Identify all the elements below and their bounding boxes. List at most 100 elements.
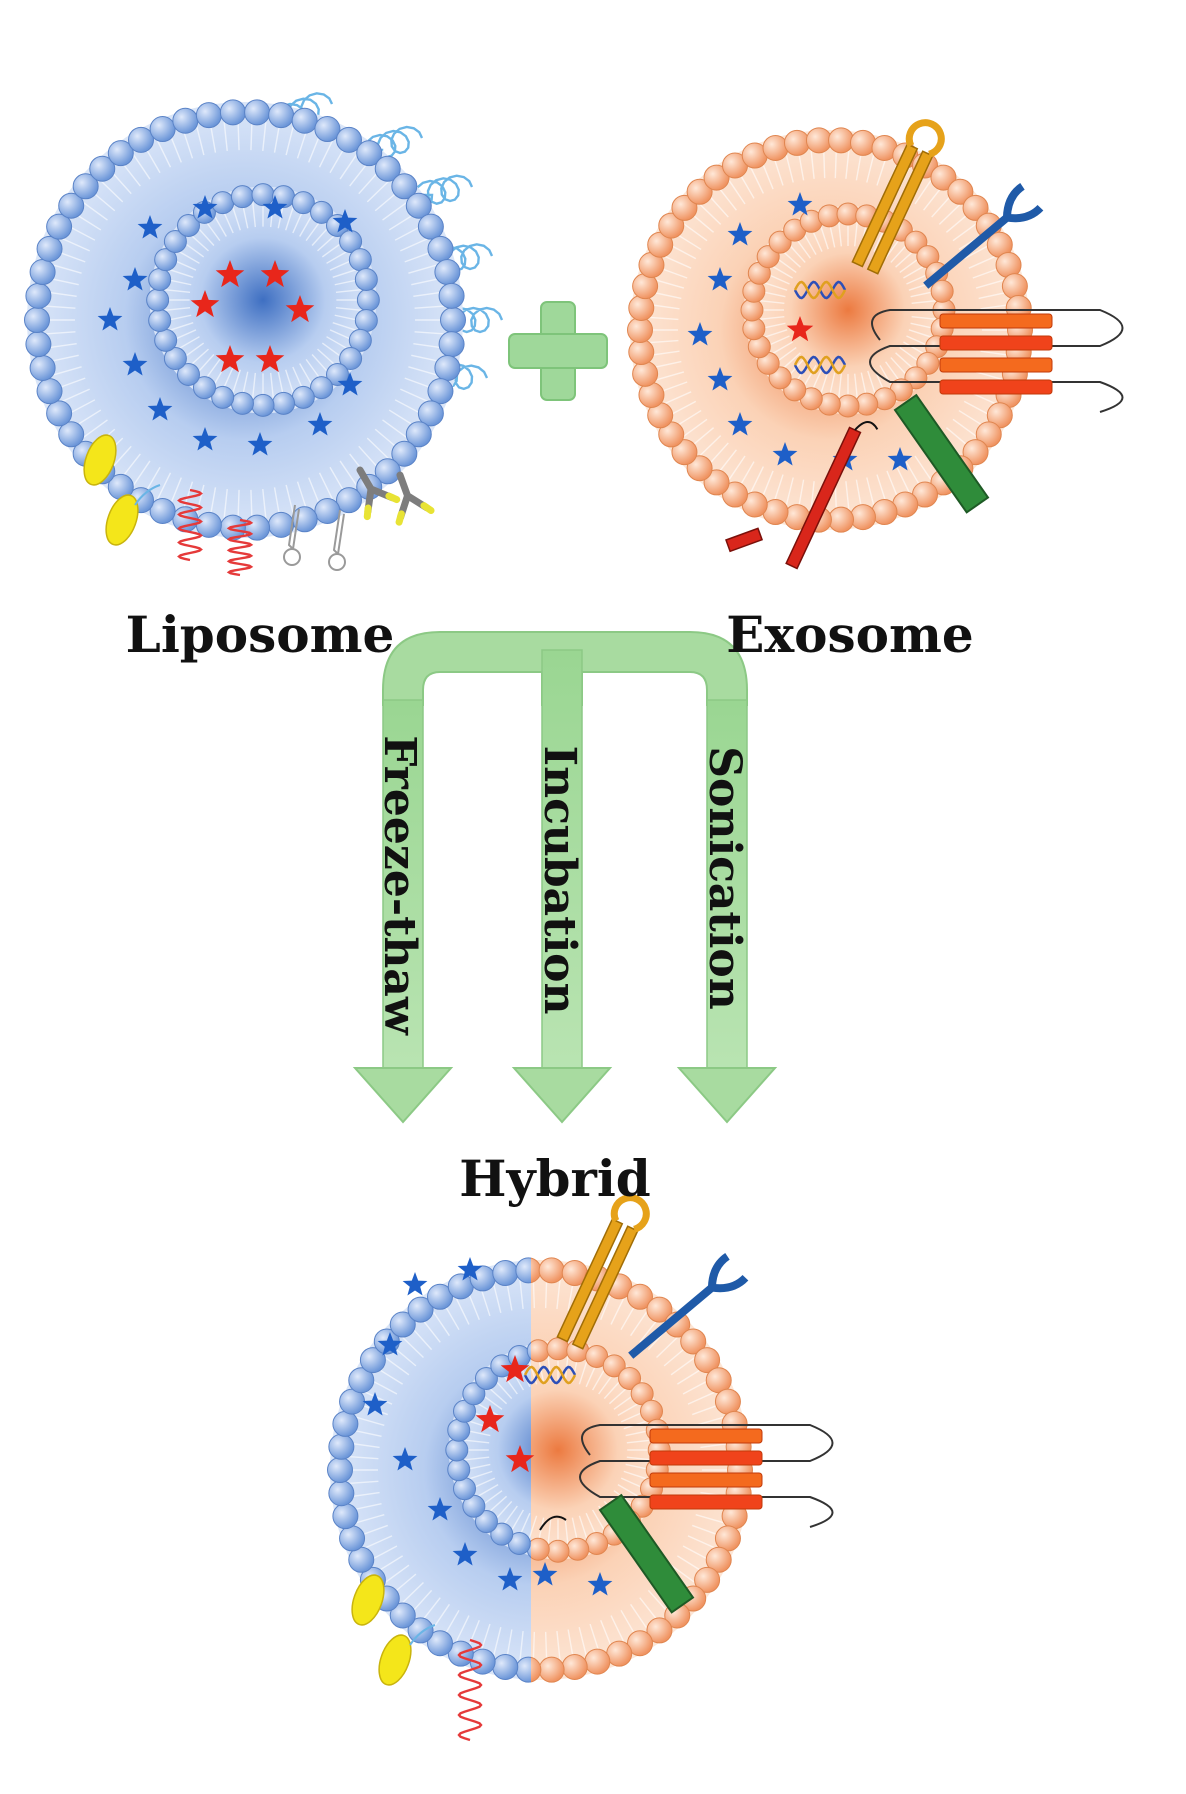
lipid-tail xyxy=(335,306,364,312)
lipid-tail xyxy=(756,315,785,321)
rod-cap xyxy=(725,527,764,553)
lipid-head xyxy=(272,391,296,415)
lipid-tail xyxy=(381,1564,410,1586)
lipid-head xyxy=(947,178,974,205)
lipid-tail xyxy=(194,121,205,156)
star-icon xyxy=(457,1257,483,1281)
lipid-tail xyxy=(518,1275,524,1309)
lipid-head xyxy=(671,194,698,221)
lipid-head xyxy=(703,469,730,496)
star-icon xyxy=(532,1562,558,1586)
receptor-icon xyxy=(556,1194,650,1350)
lipid-tail xyxy=(518,1631,524,1665)
star-icon xyxy=(707,367,733,391)
star-icon xyxy=(505,1445,535,1473)
star-icon xyxy=(307,412,333,436)
liposome-label: Liposome xyxy=(126,605,395,664)
lipid-head xyxy=(230,391,254,415)
lipid-head xyxy=(128,126,154,153)
star-icon xyxy=(262,195,288,219)
star-icon xyxy=(772,442,798,466)
lipid-tail xyxy=(556,1631,562,1665)
method-incubation-label: Incubation xyxy=(534,745,585,1014)
lipid-head xyxy=(146,288,170,312)
lipid-tail xyxy=(351,1415,385,1427)
star-icon xyxy=(887,447,913,471)
lipid-tail xyxy=(911,315,940,321)
lipid-head xyxy=(417,400,444,427)
lipid-tail xyxy=(527,1530,531,1543)
lipid-tail xyxy=(400,236,432,252)
transmembrane-protein xyxy=(869,309,1124,413)
antibody-icon xyxy=(356,466,401,521)
receptor-icon xyxy=(628,1252,749,1359)
protein-rod xyxy=(785,421,879,570)
lipid-head xyxy=(417,213,444,240)
lipid-tail xyxy=(400,388,432,404)
lipid-head xyxy=(336,487,362,514)
lipid-head xyxy=(149,116,176,143)
lipid-head xyxy=(176,363,200,387)
star-icon xyxy=(452,1542,478,1566)
lipid-tail xyxy=(332,322,360,332)
lipid-head xyxy=(1001,273,1028,300)
star-icon xyxy=(192,427,218,451)
lipid-head xyxy=(686,178,713,205)
lipid-head xyxy=(328,1480,355,1507)
lipid-head xyxy=(332,1503,359,1530)
lipid-head xyxy=(374,155,401,182)
lipid-head xyxy=(391,440,418,467)
lipid-head xyxy=(474,1366,498,1390)
antibody-tip xyxy=(395,502,435,526)
lipid-tail xyxy=(79,419,108,441)
lipid-tail xyxy=(837,373,843,402)
lipid-head xyxy=(975,421,1002,448)
lipid-head xyxy=(29,354,56,381)
lipid-head xyxy=(244,514,271,541)
lipid-tail xyxy=(251,372,257,401)
lipid-tail xyxy=(414,305,449,309)
lipid-tail xyxy=(48,263,82,274)
lipid-tail xyxy=(318,136,336,168)
arrow-down-icon xyxy=(352,699,454,1124)
star-icon xyxy=(285,295,315,323)
lipid-head xyxy=(930,164,957,191)
lipid-tail xyxy=(251,199,257,228)
lipid-head xyxy=(474,1510,498,1534)
membrane-protein xyxy=(598,1493,695,1614)
lipid-head xyxy=(658,212,685,239)
lipid-head xyxy=(310,376,334,400)
lipid-head xyxy=(391,173,418,200)
lipid-tail xyxy=(578,1515,589,1543)
lipid-head xyxy=(356,288,380,312)
lipid-head xyxy=(671,439,698,466)
lipid-tail xyxy=(670,1354,699,1376)
linker xyxy=(409,1624,436,1646)
lipid-tail xyxy=(453,1293,470,1325)
dna-icon xyxy=(523,1365,577,1385)
lipid-head xyxy=(694,1347,721,1374)
lipid-head xyxy=(628,339,655,366)
lipid-head xyxy=(339,347,363,371)
lipid-head xyxy=(680,1328,707,1355)
lipid-head xyxy=(584,1648,611,1675)
lipid-head xyxy=(962,439,989,466)
star-icon xyxy=(786,316,814,342)
lipid-head xyxy=(36,235,63,262)
ligand-icon xyxy=(378,1634,412,1686)
lipid-head xyxy=(356,140,383,167)
star-icon xyxy=(97,307,123,331)
lipid-head xyxy=(462,1382,486,1406)
aptamer-stem xyxy=(332,509,345,557)
lipid-tail xyxy=(360,1535,393,1551)
linker xyxy=(134,484,161,506)
lipid-head xyxy=(348,328,372,352)
star-icon xyxy=(587,1572,613,1596)
star-icon xyxy=(727,222,753,246)
plus-icon xyxy=(508,301,608,401)
lipid-head xyxy=(427,1283,453,1310)
lipid-head xyxy=(230,185,254,209)
star-icon xyxy=(147,397,173,421)
lipid-head xyxy=(632,360,659,387)
